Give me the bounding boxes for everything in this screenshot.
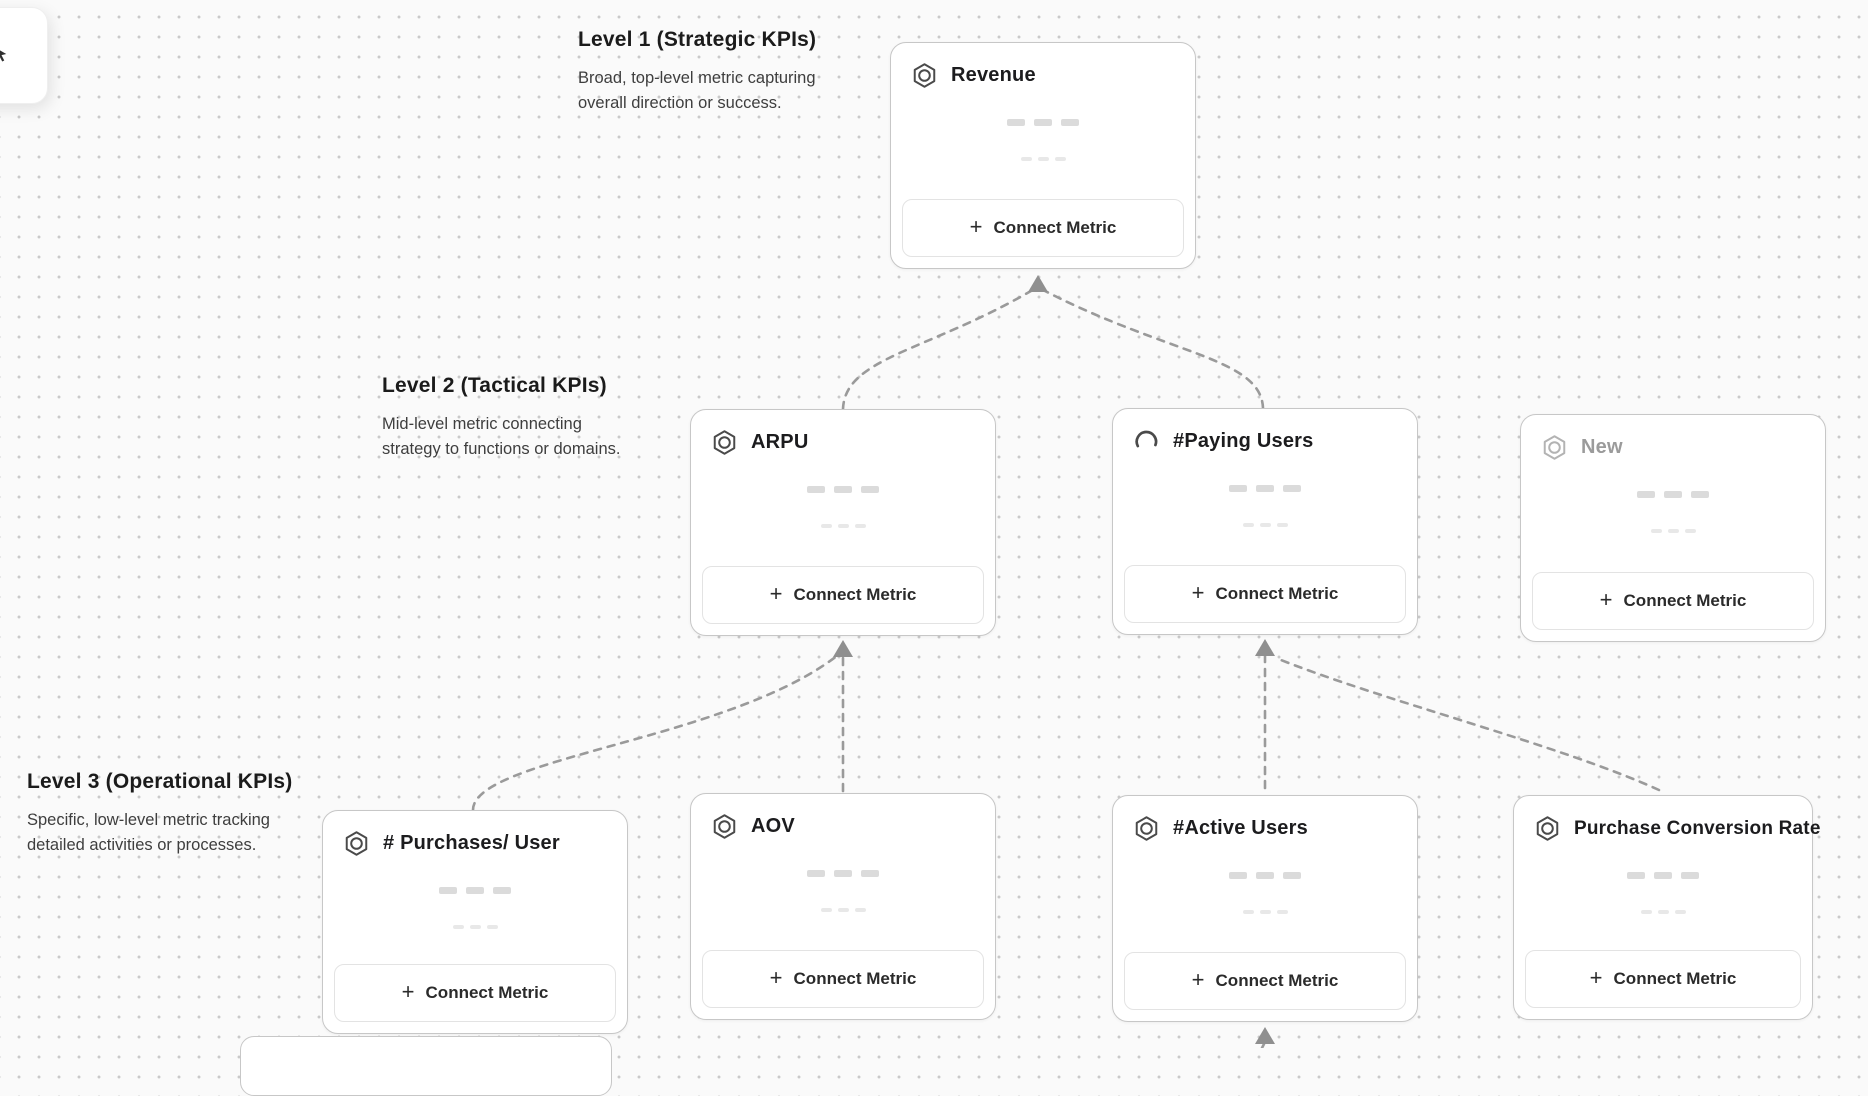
connect-metric-button[interactable]: + Connect Metric bbox=[902, 199, 1184, 257]
level-3-description: Specific, low-level metric tracking deta… bbox=[27, 811, 270, 854]
metric-card-aov[interactable]: AOV + Connect Metric bbox=[690, 793, 996, 1020]
skeleton-row bbox=[1521, 529, 1825, 533]
edge-offscreen-to-active-users bbox=[1260, 1042, 1266, 1048]
card-title: Revenue bbox=[951, 64, 1036, 86]
skeleton-row bbox=[691, 486, 995, 493]
level-2-description: Mid-level metric connecting strategy to … bbox=[382, 415, 621, 458]
hexagon-metric-icon bbox=[1541, 434, 1568, 461]
plus-icon: + bbox=[969, 214, 983, 239]
arrowhead-into-arpu bbox=[833, 640, 853, 657]
connect-metric-label: Connect Metric bbox=[1613, 969, 1737, 988]
metric-card-purchases-per-user[interactable]: # Purchases/ User + Connect Metric bbox=[322, 810, 628, 1034]
plus-icon: + bbox=[1599, 587, 1613, 612]
hexagon-metric-icon bbox=[343, 830, 370, 857]
connect-metric-label: Connect Metric bbox=[793, 969, 917, 988]
card-title: #Active Users bbox=[1173, 817, 1308, 839]
level-1-title: Level 1 (Strategic KPIs) bbox=[578, 28, 817, 51]
metric-card-partial-offscreen[interactable] bbox=[240, 1036, 612, 1096]
card-header: ARPU bbox=[691, 410, 995, 456]
plus-icon: + bbox=[769, 581, 783, 606]
hexagon-metric-icon bbox=[1133, 815, 1160, 842]
metric-card-arpu[interactable]: ARPU + Connect Metric bbox=[690, 409, 996, 636]
metric-card-purchase-conversion-rate[interactable]: Purchase Conversion Rate + Connect Metri… bbox=[1513, 795, 1820, 1020]
skeleton-row bbox=[1514, 910, 1812, 914]
card-title: New bbox=[1581, 436, 1623, 458]
connect-metric-button[interactable]: + Connect Metric bbox=[1525, 950, 1801, 1008]
cursor-icon bbox=[0, 46, 10, 63]
edge-pcr-to-paying-users bbox=[1274, 656, 1661, 792]
plus-icon: + bbox=[401, 979, 415, 1004]
connect-metric-button[interactable]: + Connect Metric bbox=[702, 950, 984, 1008]
arrowhead-into-paying-users bbox=[1255, 639, 1275, 656]
connect-metric-label: Connect Metric bbox=[1623, 591, 1747, 610]
connect-metric-label: Connect Metric bbox=[425, 983, 549, 1002]
skeleton-row bbox=[1113, 872, 1417, 879]
metric-card-revenue[interactable]: Revenue + Connect Metric bbox=[890, 42, 1196, 269]
card-header: #Active Users bbox=[1113, 796, 1417, 842]
skeleton-row bbox=[691, 524, 995, 528]
connect-metric-button[interactable]: + Connect Metric bbox=[1124, 565, 1406, 623]
level-1-label: Level 1 (Strategic KPIs) Broad, top-leve… bbox=[578, 28, 816, 116]
card-title: #Paying Users bbox=[1173, 430, 1314, 452]
edge-purchases-to-arpu bbox=[471, 653, 840, 812]
connect-metric-button[interactable]: + Connect Metric bbox=[1532, 572, 1814, 630]
card-header: Purchase Conversion Rate bbox=[1514, 796, 1820, 842]
plus-icon: + bbox=[1191, 580, 1205, 605]
skeleton-row bbox=[891, 119, 1195, 126]
connect-metric-label: Connect Metric bbox=[993, 218, 1117, 237]
card-header: # Purchases/ User bbox=[323, 811, 627, 857]
level-2-title: Level 2 (Tactical KPIs) bbox=[382, 374, 607, 397]
connect-metric-label: Connect Metric bbox=[1215, 584, 1339, 603]
skeleton-row bbox=[691, 870, 995, 877]
edge-paying-users-to-revenue bbox=[1043, 289, 1265, 410]
arrowhead-into-active-users bbox=[1255, 1027, 1275, 1044]
plus-icon: + bbox=[769, 965, 783, 990]
floating-toolbar[interactable] bbox=[0, 7, 48, 104]
hexagon-metric-icon bbox=[1534, 815, 1561, 842]
card-header: New bbox=[1521, 415, 1825, 461]
skeleton-row bbox=[1113, 485, 1417, 492]
loading-spinner-icon bbox=[1133, 428, 1160, 455]
card-title: ARPU bbox=[751, 431, 809, 453]
level-3-label: Level 3 (Operational KPIs) Specific, low… bbox=[27, 770, 292, 858]
card-title: AOV bbox=[751, 815, 795, 837]
metric-card-paying-users[interactable]: #Paying Users + Connect Metric bbox=[1112, 408, 1418, 635]
card-title: # Purchases/ User bbox=[383, 832, 560, 854]
plus-icon: + bbox=[1589, 965, 1603, 990]
skeleton-row bbox=[891, 157, 1195, 161]
card-header: #Paying Users bbox=[1113, 409, 1417, 455]
level-1-description: Broad, top-level metric capturing overal… bbox=[578, 69, 816, 112]
level-3-title: Level 3 (Operational KPIs) bbox=[27, 770, 293, 793]
connect-metric-button[interactable]: + Connect Metric bbox=[1124, 952, 1406, 1010]
card-title: Purchase Conversion Rate bbox=[1574, 817, 1821, 839]
connect-metric-label: Connect Metric bbox=[793, 585, 917, 604]
connect-metric-button[interactable]: + Connect Metric bbox=[334, 964, 616, 1022]
skeleton-row bbox=[323, 925, 627, 929]
skeleton-row bbox=[1113, 523, 1417, 527]
skeleton-row bbox=[1521, 491, 1825, 498]
connect-metric-label: Connect Metric bbox=[1215, 971, 1339, 990]
level-2-label: Level 2 (Tactical KPIs) Mid-level metric… bbox=[382, 374, 620, 462]
skeleton-row bbox=[1113, 910, 1417, 914]
skeleton-row bbox=[691, 908, 995, 912]
hexagon-metric-icon bbox=[711, 429, 738, 456]
hexagon-metric-icon bbox=[711, 813, 738, 840]
plus-icon: + bbox=[1191, 967, 1205, 992]
metric-card-new[interactable]: New + Connect Metric bbox=[1520, 414, 1826, 642]
skeleton-row bbox=[1514, 872, 1812, 879]
skeleton-row bbox=[323, 887, 627, 894]
card-header: AOV bbox=[691, 794, 995, 840]
connect-metric-button[interactable]: + Connect Metric bbox=[702, 566, 984, 624]
hexagon-metric-icon bbox=[911, 62, 938, 89]
metric-card-active-users[interactable]: #Active Users + Connect Metric bbox=[1112, 795, 1418, 1022]
edge-arpu-to-revenue bbox=[841, 289, 1033, 411]
card-header: Revenue bbox=[891, 43, 1195, 89]
arrowhead-into-revenue bbox=[1028, 275, 1048, 292]
